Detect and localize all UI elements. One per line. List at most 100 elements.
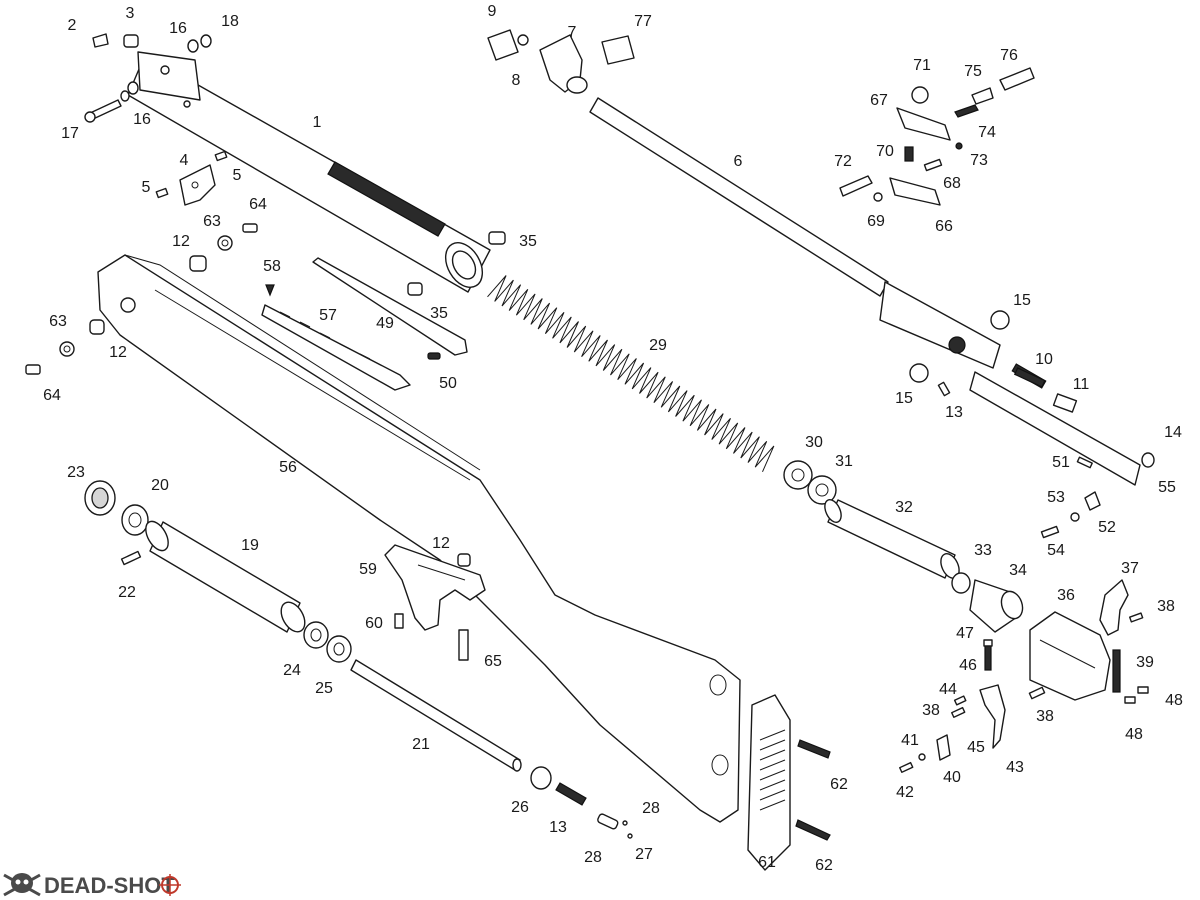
callout-label: 25 — [315, 680, 333, 697]
callout-label: 16 — [169, 20, 187, 37]
callout-label: 60 — [365, 615, 383, 632]
callout-label: 42 — [896, 784, 914, 801]
logo-text: DEAD-SHOT — [44, 873, 175, 898]
callout-label: 35 — [430, 305, 448, 322]
part-35-screws — [407, 231, 506, 296]
callout-label: 3 — [126, 5, 135, 22]
callout-label: 51 — [1052, 454, 1070, 471]
callout-label: 14 — [1164, 424, 1182, 441]
callout-label: 5 — [142, 179, 151, 196]
callout-label: 41 — [901, 732, 919, 749]
part-24-25-washers — [303, 621, 352, 663]
callout-label: 36 — [1057, 587, 1075, 604]
callout-label: 43 — [1006, 759, 1024, 776]
part-29-mainspring — [487, 275, 775, 473]
callout-label: 30 — [805, 434, 823, 451]
callout-label: 63 — [49, 313, 67, 330]
callout-label: 57 — [319, 307, 337, 324]
callout-label: 7 — [568, 24, 577, 41]
callout-label: 66 — [935, 218, 953, 235]
callout-label: 49 — [376, 315, 394, 332]
callout-label: 73 — [970, 152, 988, 169]
part-2-3-16-18-hardware — [84, 33, 212, 123]
callout-label: 15 — [895, 390, 913, 407]
part-36-48-trigger-assembly — [899, 491, 1149, 773]
part-21-rod — [350, 659, 522, 772]
callout-label: 46 — [959, 657, 977, 674]
callout-label: 68 — [943, 175, 961, 192]
callout-label: 72 — [834, 153, 852, 170]
callout-label: 69 — [867, 213, 885, 230]
callout-label: 29 — [649, 337, 667, 354]
callout-label: 2 — [68, 17, 77, 34]
crosshair-icon — [159, 874, 181, 896]
callout-label: 19 — [241, 537, 259, 554]
callout-label: 53 — [1047, 489, 1065, 506]
callout-label: 23 — [67, 464, 85, 481]
callout-label: 45 — [967, 739, 985, 756]
callout-label: 27 — [635, 846, 653, 863]
callout-label: 48 — [1165, 692, 1183, 709]
callout-label: 13 — [549, 819, 567, 836]
callout-label: 15 — [1013, 292, 1031, 309]
callout-label: 71 — [913, 57, 931, 74]
callout-label: 22 — [118, 584, 136, 601]
callout-label: 12 — [109, 344, 127, 361]
callout-label: 37 — [1121, 560, 1139, 577]
callout-label: 64 — [249, 196, 267, 213]
callout-label: 11 — [1073, 376, 1090, 393]
callout-label: 59 — [359, 561, 377, 578]
callout-label: 54 — [1047, 542, 1065, 559]
callout-label: 50 — [439, 375, 457, 392]
callout-label: 55 — [1158, 479, 1176, 496]
callout-label: 28 — [584, 849, 602, 866]
part-19-23-trigger-housing-tube — [84, 480, 306, 633]
callout-label: 40 — [943, 769, 961, 786]
callout-label: 16 — [133, 111, 151, 128]
callout-label: 17 — [61, 125, 79, 142]
callout-label: 77 — [634, 13, 652, 30]
callout-label: 52 — [1098, 519, 1116, 536]
part-26-28-hardware — [530, 766, 633, 839]
part-61-butt-pad — [747, 694, 791, 871]
part-66-76-rear-sight — [839, 67, 1035, 206]
part-56-stock — [97, 254, 741, 823]
part-12-63-64-hardware — [25, 223, 258, 375]
callout-label: 6 — [734, 153, 743, 170]
callout-label: 28 — [642, 800, 660, 817]
callout-label: 20 — [151, 477, 169, 494]
part-10-15-barrel-hardware — [909, 310, 1155, 469]
callout-label: 24 — [283, 662, 301, 679]
callout-label: 63 — [203, 213, 221, 230]
callout-label: 47 — [956, 625, 974, 642]
callout-label: 64 — [43, 387, 61, 404]
callout-label: 31 — [835, 453, 853, 470]
part-57-58-rack — [261, 284, 411, 391]
part-30-31-washers — [783, 460, 837, 505]
callout-label: 8 — [512, 72, 521, 89]
part-7-8-9-77-block — [487, 29, 635, 94]
part-4-5-bracket — [155, 150, 228, 206]
callout-label: 38 — [922, 702, 940, 719]
callout-label: 33 — [974, 542, 992, 559]
callout-label: 70 — [876, 143, 894, 160]
part-62-screws — [795, 739, 831, 841]
part-59-trigger-guard — [384, 544, 486, 661]
part-33-34-piston-head — [951, 572, 1024, 633]
callout-label: 18 — [221, 13, 239, 30]
callout-label: 56 — [279, 459, 297, 476]
part-32-piston — [824, 499, 960, 579]
callout-label: 38 — [1036, 708, 1054, 725]
callout-label: 1 — [313, 114, 322, 131]
part-49-rod — [312, 257, 468, 360]
callout-label: 65 — [484, 653, 502, 670]
callout-label: 12 — [432, 535, 450, 552]
callout-label: 62 — [815, 857, 833, 874]
callout-label: 67 — [870, 92, 888, 109]
callout-label: 48 — [1125, 726, 1143, 743]
callout-label: 35 — [519, 233, 537, 250]
callout-label: 4 — [180, 152, 189, 169]
callout-label: 75 — [964, 63, 982, 80]
